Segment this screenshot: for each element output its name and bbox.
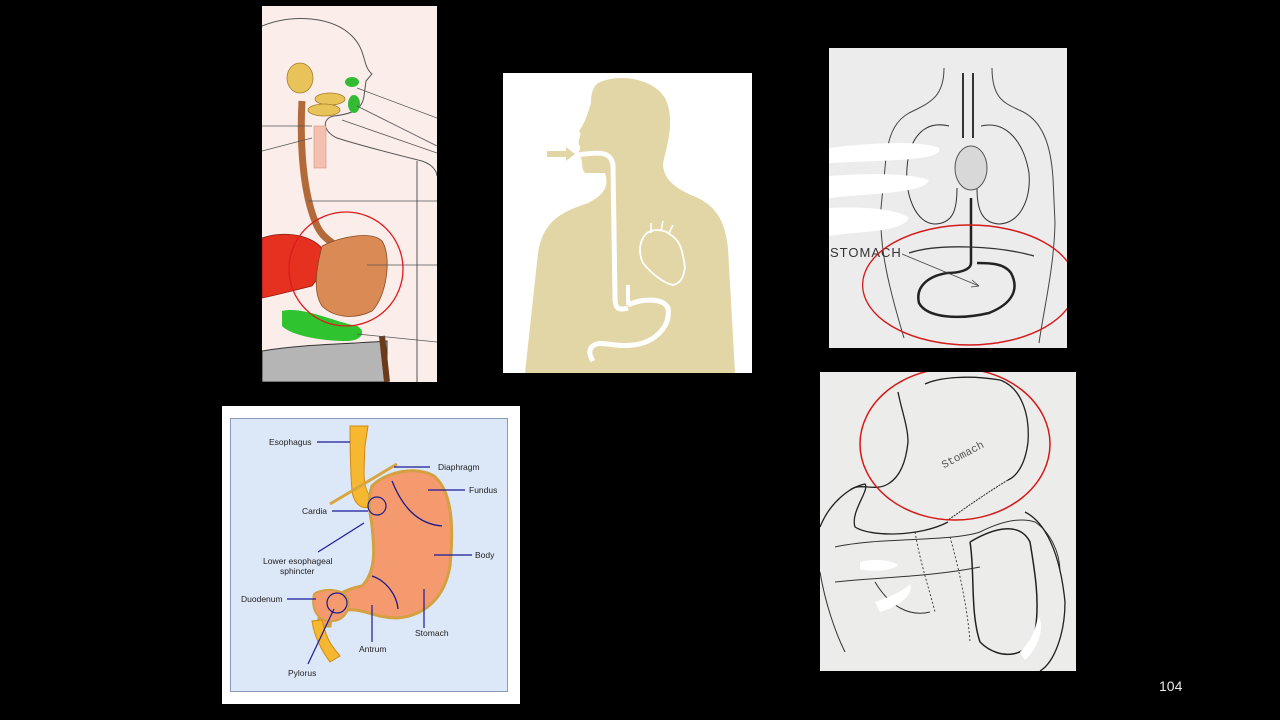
abdominal-sketch-diagram: Stomach xyxy=(820,372,1066,671)
label-body: Body xyxy=(475,550,495,560)
label-diaphragm: Diaphragm xyxy=(438,462,480,472)
label-les-line2: sphincter xyxy=(280,566,315,576)
silhouette-image xyxy=(503,73,752,373)
label-antrum: Antrum xyxy=(359,644,386,654)
digestive-system-image xyxy=(262,6,437,382)
sketch-torso-diagram: STOMACH xyxy=(829,67,1067,346)
abdominal-sketch-image: Stomach xyxy=(820,372,1076,671)
stomach-label: STOMACH xyxy=(830,245,902,260)
label-les-line1: Lower esophageal xyxy=(263,556,333,566)
arrow-icon xyxy=(547,147,575,161)
stomach-labeled-image: Esophagus Diaphragm Fundus Cardia Lower … xyxy=(222,406,520,704)
sketch-torso-image: STOMACH xyxy=(829,48,1067,348)
highlight-circle xyxy=(288,211,404,327)
label-cardia: Cardia xyxy=(302,506,327,516)
heart-icon xyxy=(639,229,686,286)
stomach-labeled-diagram: Esophagus Diaphragm Fundus Cardia Lower … xyxy=(241,425,497,678)
label-esophagus: Esophagus xyxy=(269,437,312,447)
digestive-system-diagram xyxy=(262,18,437,382)
slide-number: 104 xyxy=(1159,678,1183,694)
highlight-circle xyxy=(862,224,1067,346)
label-fundus: Fundus xyxy=(469,485,497,495)
label-pylorus: Pylorus xyxy=(288,668,316,678)
stomach-label: Stomach xyxy=(940,440,986,472)
highlight-circle xyxy=(859,372,1051,521)
label-duodenum: Duodenum xyxy=(241,594,283,604)
silhouette-diagram xyxy=(525,78,735,373)
label-stomach: Stomach xyxy=(415,628,449,638)
